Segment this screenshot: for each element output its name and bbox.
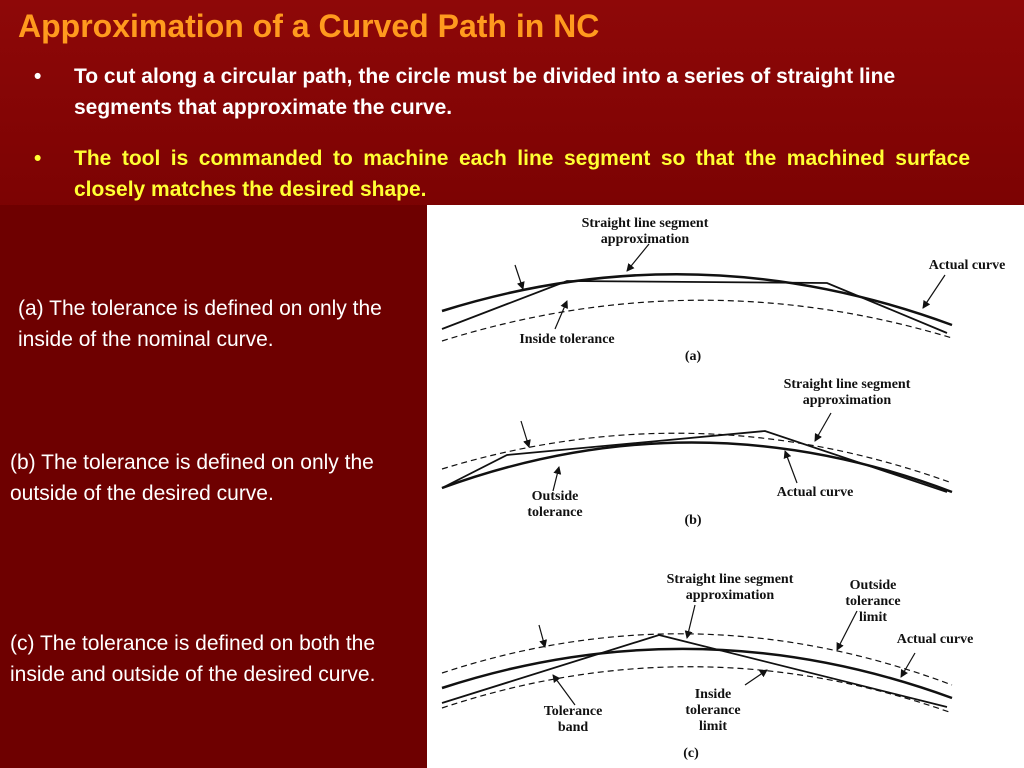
bullet-item-1: • To cut along a circular path, the circ… [34,61,974,125]
straight-line-segments-c [441,634,948,708]
inside-limit-label-c-3: limit [699,719,727,734]
caption-b: (b) The tolerance is defined on only the… [10,451,374,505]
outside-limit-label-c-3: limit [859,610,887,625]
panel-c: Straight line segment approximation Outs… [441,572,974,761]
inside-limit-label-c-2: tolerance [685,703,740,718]
actual-curve-label-b: Actual curve [777,485,854,500]
straight-line-segments-a [441,280,948,334]
seg-label-c-1: Straight line segment [667,572,794,587]
actual-curve-c [441,647,953,700]
outside-label-b-1: Outside [532,489,579,504]
inside-limit-label-c-1: Inside [695,687,732,702]
seg-label-a-2: approximation [601,232,690,247]
actual-curve-label-a: Actual curve [929,258,1006,273]
tolerance-figure: Straight line segment approximation Actu… [427,205,1024,768]
seg-label-c-2: approximation [686,588,775,603]
outside-limit-label-c-2: tolerance [845,594,900,609]
outside-tolerance-curve-b [441,432,953,484]
outside-limit-label-c-1: Outside [850,578,897,593]
tolerance-diagram: Straight line segment approximation Actu… [441,216,1006,761]
actual-curve-a [441,272,953,327]
tolerance-band-label-c-2: band [558,720,589,735]
panel-b: Straight line segment approximation Outs… [441,377,953,528]
panel-label-a: (a) [685,349,702,364]
seg-label-b-2: approximation [803,393,892,408]
seg-label-a-1: Straight line segment [582,216,709,231]
tolerance-band-label-c-1: Tolerance [544,704,603,719]
caption-c: (c) The tolerance is defined on both the… [10,632,376,686]
bullet-text-2: The tool is commanded to machine each li… [74,147,970,201]
outside-tolerance-limit-curve-c [441,633,953,686]
bullet-text-1: To cut along a circular path, the circle… [74,65,896,119]
outside-label-b-2: tolerance [527,505,582,520]
actual-curve-b [441,441,953,494]
inside-tolerance-label-a: Inside tolerance [519,332,614,347]
panel-label-b: (b) [684,513,701,528]
inside-tolerance-curve-a [441,299,953,342]
bullet-dot: • [34,65,42,88]
bullet-dot: • [34,147,42,170]
panel-label-c: (c) [683,746,699,761]
panel-a: Straight line segment approximation Actu… [441,216,1006,364]
bullet-item-2: • The tool is commanded to machine each … [34,143,974,207]
caption-a: (a) The tolerance is defined on only the… [18,297,382,351]
actual-curve-label-c: Actual curve [897,632,974,647]
slide-title: Approximation of a Curved Path in NC [18,8,600,44]
header-background [0,0,1024,230]
seg-label-b-1: Straight line segment [784,377,911,392]
straight-line-segments-b [441,430,948,493]
